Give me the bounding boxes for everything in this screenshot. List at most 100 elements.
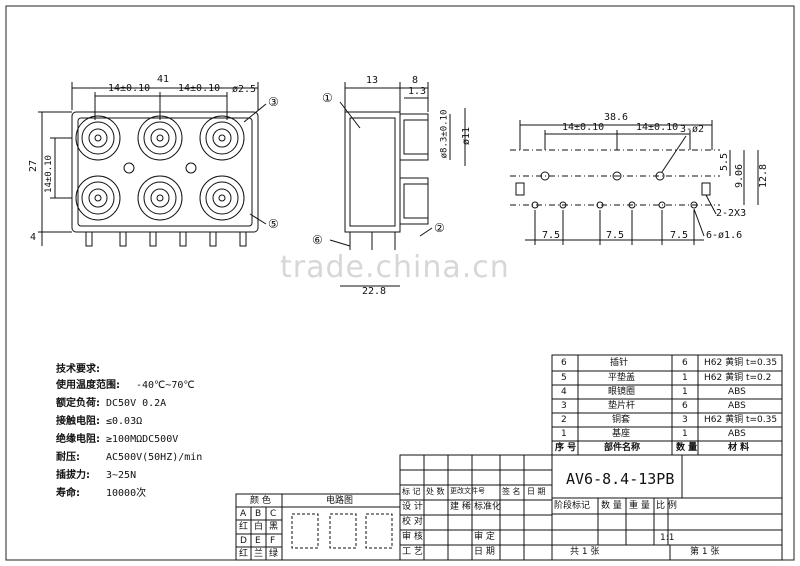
tech-req-title: 技术要求: xyxy=(56,364,100,375)
tech-req-value-2: ≤0.03Ω xyxy=(106,416,143,427)
sheet-number: 第 1 张 xyxy=(690,547,720,557)
tech-req-value-0: -40℃~70℃ xyxy=(136,380,195,391)
balloon-3: ③ xyxy=(268,95,279,109)
tech-req-label-1: 额定负荷: xyxy=(56,398,100,409)
balloon-2: ② xyxy=(434,221,445,235)
rev-date: 日 期 xyxy=(527,487,546,496)
front-jack-row-top xyxy=(75,115,245,161)
balloon-5: ⑤ xyxy=(268,217,279,231)
color-2: 白 xyxy=(254,522,264,532)
color-4: 红 xyxy=(239,549,249,559)
rev-mark: 标 记 xyxy=(402,487,421,496)
role-approve: 审 定 xyxy=(474,532,495,542)
dim-row-pitch: 14±0.10 xyxy=(43,155,54,193)
dim-fp-55: 5.5 xyxy=(719,152,731,172)
bom-mat-2: ABS xyxy=(728,387,746,397)
scale-label: 比 例 xyxy=(656,501,677,511)
color-header: 颜 色 xyxy=(250,496,271,506)
front-jack-row-bottom xyxy=(75,175,245,221)
bom-header-no: 序 号 xyxy=(555,443,577,453)
bom-name-5: 基座 xyxy=(612,429,631,439)
bom-no-1: 5 xyxy=(561,373,567,383)
bom-header-qty: 数 量 xyxy=(676,443,698,453)
color-5: 兰 xyxy=(254,549,264,559)
bom-qty-3: 6 xyxy=(682,401,688,411)
dim-fp-hole-spec: 3-ø2 xyxy=(680,124,705,135)
color-1: 红 xyxy=(239,522,249,532)
qty-label: 数 量 xyxy=(601,501,622,511)
color-table xyxy=(235,493,401,561)
dim-overall-width: 41 xyxy=(157,74,170,85)
tech-req-label-2: 接触电阻: xyxy=(56,416,100,427)
dim-fp-spacing-3: 7.5 xyxy=(670,230,689,241)
front-view xyxy=(38,82,267,247)
tech-req-value-3: ≥100MΩDC500V xyxy=(106,434,179,445)
bom-header-mat: 材 料 xyxy=(728,443,750,453)
tech-req-value-1: DC50V 0.2A xyxy=(106,398,167,409)
dim-hole-dia: ø2.5 xyxy=(232,84,257,95)
balloon-1: ① xyxy=(322,91,333,105)
tech-req-label-3: 绝缘电阻: xyxy=(56,434,100,445)
tech-req-value-4: AC500V(50HZ)/min xyxy=(106,452,203,463)
bom-mat-0: H62 黄铜 t=0.35 xyxy=(704,358,778,368)
watermark: trade.china.cn xyxy=(280,250,510,285)
dim-side-lip: 1.3 xyxy=(408,86,427,97)
color-letter-f: F xyxy=(270,536,276,546)
bom-header-name: 部件名称 xyxy=(604,443,641,453)
tech-req-label-4: 耐压: xyxy=(56,452,80,463)
bom-no-2: 4 xyxy=(561,387,567,397)
bom-qty-0: 6 xyxy=(682,358,688,368)
bom-no-3: 3 xyxy=(561,401,567,411)
bom-no-0: 6 xyxy=(561,358,567,368)
tech-req-label-0: 使用温度范围: xyxy=(56,380,120,391)
dim-fp-pitch-right: 14±0.10 xyxy=(636,122,679,133)
color-letter-c: C xyxy=(270,509,277,519)
dim-fp-906: 9.06 xyxy=(734,163,746,189)
dim-side-nose: 8 xyxy=(412,75,419,86)
dim-pin-stub: 4 xyxy=(30,232,37,243)
role-review: 审 核 xyxy=(402,532,423,542)
dim-side-nose-dia: ø8.3±0.10 xyxy=(439,109,450,159)
dim-side-outer-dia: ø11 xyxy=(461,126,473,146)
bom-mat-4: H62 黄铜 t=0.35 xyxy=(704,415,778,425)
role-process: 工 艺 xyxy=(402,547,423,557)
bom-qty-4: 3 xyxy=(682,415,688,425)
tech-req-value-6: 10000次 xyxy=(106,488,147,499)
role-standard: 标准化 xyxy=(474,502,502,512)
scale-value: 1:1 xyxy=(660,533,675,543)
bom-table xyxy=(551,354,783,456)
bom-no-5: 1 xyxy=(561,429,567,439)
bom-name-2: 眼镜圈 xyxy=(608,387,636,397)
color-6: 绿 xyxy=(269,549,279,559)
stage-label: 阶段标记 xyxy=(554,501,591,511)
bom-name-1: 平垫盖 xyxy=(608,373,636,383)
side-view xyxy=(329,82,466,287)
dim-fp-slot-spec: 2-2X3 xyxy=(716,208,747,219)
color-3: 黑 xyxy=(269,522,279,532)
dim-fp-spacing-2: 7.5 xyxy=(606,230,625,241)
dim-fp-128: 12.8 xyxy=(758,163,770,189)
bom-name-3: 垫片杆 xyxy=(608,401,636,411)
weight-label: 重 量 xyxy=(629,501,650,511)
bom-name-4: 铜套 xyxy=(612,415,631,425)
tech-req-value-5: 3~25N xyxy=(106,470,137,481)
balloon-6: ⑥ xyxy=(312,233,323,247)
bom-mat-5: ABS xyxy=(728,429,746,439)
bom-qty-2: 1 xyxy=(682,387,688,397)
role-check: 校 对 xyxy=(402,517,423,527)
color-letter-b: B xyxy=(255,509,262,519)
role-design: 设 计 xyxy=(402,502,423,512)
tech-req-label-5: 插拔力: xyxy=(56,470,90,481)
bom-name-0: 插针 xyxy=(610,358,629,368)
bom-qty-1: 1 xyxy=(682,373,688,383)
dim-pitch-right: 14±0.10 xyxy=(178,83,221,94)
color-letter-e: E xyxy=(255,536,261,546)
rev-sign: 签 名 xyxy=(502,487,521,496)
bom-qty-5: 1 xyxy=(682,429,688,439)
dim-pitch-left: 14±0.10 xyxy=(108,83,151,94)
role-design-name: 建 稀 xyxy=(450,502,471,512)
circuit-header: 电路图 xyxy=(326,496,354,506)
footprint-view xyxy=(510,120,759,245)
bom-mat-3: ABS xyxy=(728,401,746,411)
